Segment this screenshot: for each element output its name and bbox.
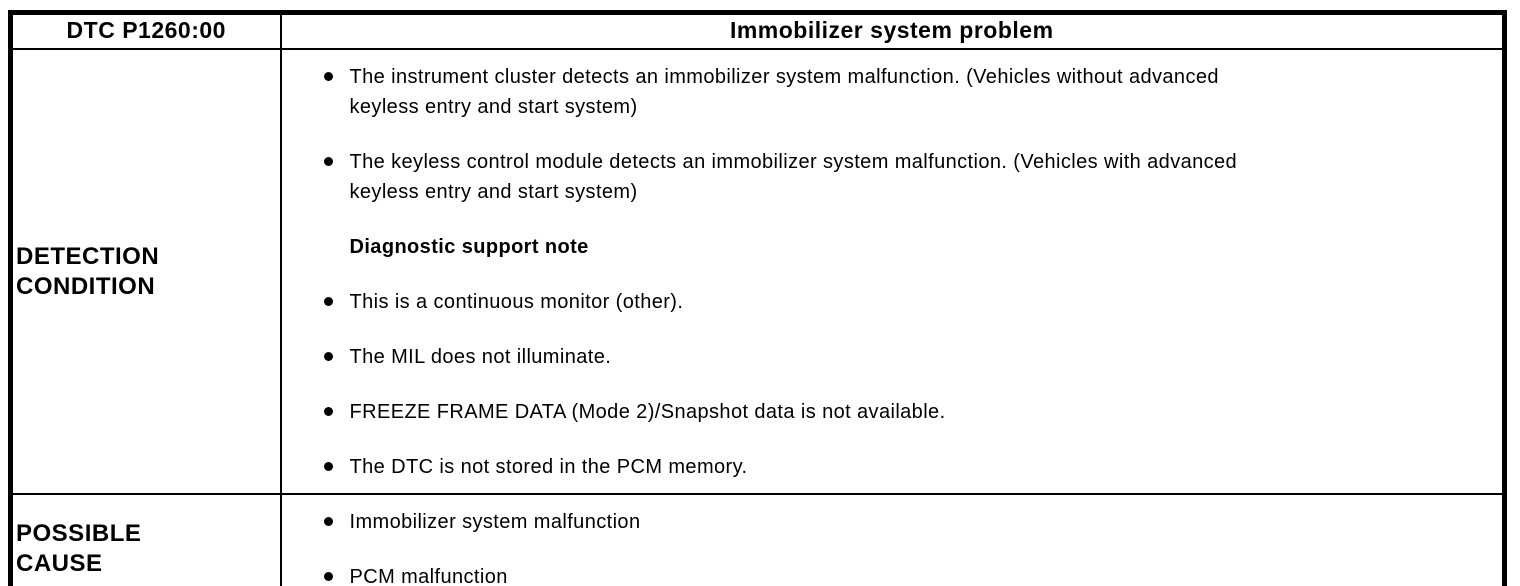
list-item: The MIL does not illuminate. xyxy=(282,342,1483,372)
diagnostic-support-note-heading: Diagnostic support note xyxy=(349,236,589,258)
bullet-icon xyxy=(323,462,333,471)
list-item: FREEZE FRAME DATA (Mode 2)/Snapshot data… xyxy=(282,397,1483,427)
list-item-text: The keyless control module detects an im… xyxy=(349,151,1238,203)
bullet-icon xyxy=(323,157,333,166)
dtc-title-cell: Immobilizer system problem xyxy=(279,11,1506,50)
list-item: Immobilizer system malfunction xyxy=(282,507,1483,537)
possible-cause-content-cell: Immobilizer system malfunction PCM malfu… xyxy=(279,493,1506,586)
bullet-icon xyxy=(323,72,333,81)
list-item: The DTC is not stored in the PCM memory. xyxy=(282,452,1483,482)
list-item-text: The DTC is not stored in the PCM memory. xyxy=(349,456,748,478)
dtc-code: DTC P1260:00 xyxy=(66,17,226,43)
list-item-text: The MIL does not illuminate. xyxy=(349,346,612,368)
list-item-text: FREEZE FRAME DATA (Mode 2)/Snapshot data… xyxy=(349,401,946,423)
list-item-text: PCM malfunction xyxy=(349,566,508,586)
list-item: PCM malfunction xyxy=(282,562,1483,586)
list-item: This is a continuous monitor (other). xyxy=(282,287,1483,317)
possible-cause-label: POSSIBLE CAUSE xyxy=(16,520,142,577)
bullet-icon xyxy=(323,517,333,526)
possible-cause-row: POSSIBLE CAUSE Immobilizer system malfun… xyxy=(9,493,1506,586)
list-item-text: The instrument cluster detects an immobi… xyxy=(349,66,1219,118)
list-item-text: Immobilizer system malfunction xyxy=(349,511,641,533)
dtc-title: Immobilizer system problem xyxy=(729,17,1054,43)
detection-condition-content-cell: The instrument cluster detects an immobi… xyxy=(279,48,1506,495)
bullet-icon xyxy=(323,572,333,581)
bullet-icon xyxy=(323,297,333,306)
list-item: The instrument cluster detects an immobi… xyxy=(282,62,1483,122)
bullet-icon xyxy=(323,352,333,361)
list-item: The keyless control module detects an im… xyxy=(282,147,1483,207)
detection-condition-row: DETECTION CONDITION The instrument clust… xyxy=(9,48,1506,495)
dtc-table: DTC P1260:00 Immobilizer system problem … xyxy=(8,10,1507,586)
list-item-text: This is a continuous monitor (other). xyxy=(349,291,684,313)
detection-condition-label: DETECTION CONDITION xyxy=(16,242,160,300)
bullet-icon xyxy=(323,407,333,416)
detection-condition-label-cell: DETECTION CONDITION xyxy=(9,48,282,495)
table-header-row: DTC P1260:00 Immobilizer system problem xyxy=(9,11,1506,50)
dtc-code-cell: DTC P1260:00 xyxy=(9,11,282,50)
possible-cause-label-cell: POSSIBLE CAUSE xyxy=(9,493,282,586)
